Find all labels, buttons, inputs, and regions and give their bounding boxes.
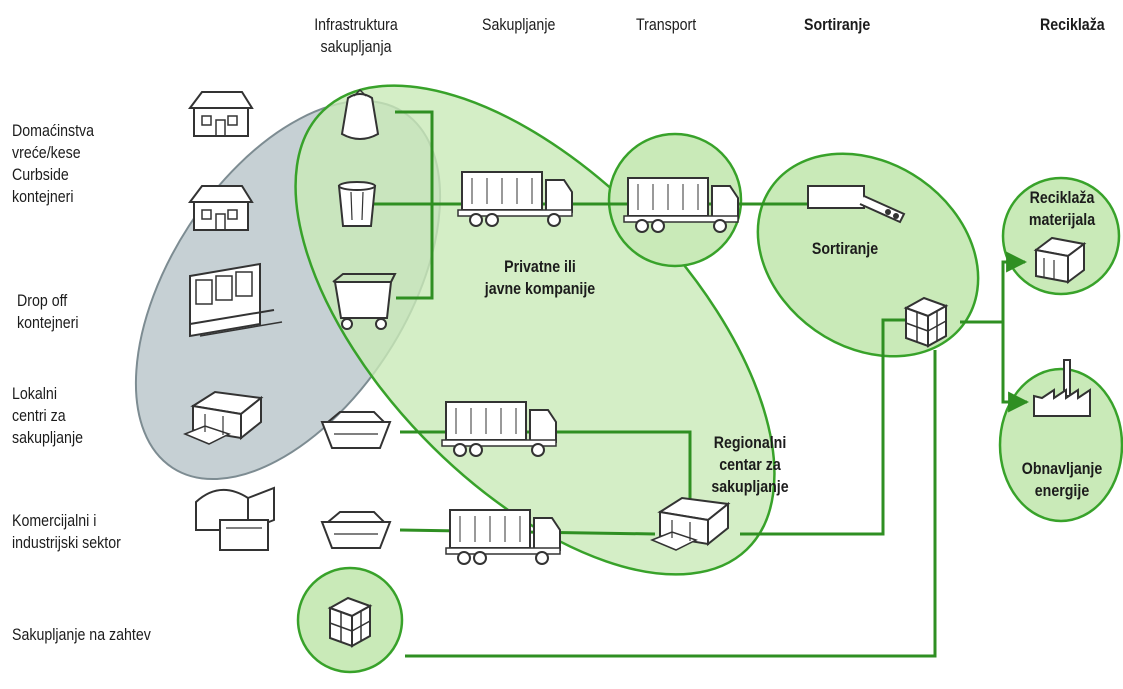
column-header-collection: Sakupljanje xyxy=(482,16,556,34)
commercial-building-icon xyxy=(195,486,275,551)
roll-off-truck-icon xyxy=(445,509,561,565)
skip-container-icon xyxy=(321,511,391,549)
column-header-sorting: Sortiranje xyxy=(804,16,871,34)
region-sorting-label: Sortiranje xyxy=(811,240,879,258)
curbside-bin-icon xyxy=(338,181,376,227)
drop-off-container-icon xyxy=(189,262,283,338)
flow-sorting-to-recycling xyxy=(960,251,1028,324)
source-local-centers: Lokalni centri za sakupljanje xyxy=(12,385,84,447)
power-plant-icon xyxy=(1033,359,1091,417)
column-header-infrastructure: Infrastruktura sakupljanja xyxy=(314,16,398,56)
bag-icon xyxy=(340,88,380,140)
source-commercial: Komercijalni i industrijski sektor xyxy=(12,512,121,552)
flow-regional-to-sorting xyxy=(740,318,920,536)
bale-icon xyxy=(329,597,371,647)
wheeled-container-icon xyxy=(332,273,397,330)
recycling-plant-icon xyxy=(1033,236,1087,284)
column-header-recycling: Reciklaža xyxy=(1040,16,1105,34)
material-recycling-region xyxy=(1001,176,1121,296)
flow-ondemand-to-sorting xyxy=(405,350,937,658)
house-icon xyxy=(189,185,253,231)
flow-sorting-to-energy xyxy=(1001,322,1030,413)
region-regional-center-label: Regionalni centar za sakupljanje xyxy=(711,434,789,496)
source-drop-off: Drop off kontejneri xyxy=(17,292,79,332)
region-companies-label: Privatne ili javne kompanije xyxy=(484,258,596,298)
source-households: Domaćinstva vreće/kese Curbside kontejne… xyxy=(12,122,95,206)
bale-icon xyxy=(905,297,947,347)
source-on-demand: Sakupljanje na zahtev xyxy=(12,626,151,644)
column-header-transport: Transport xyxy=(636,16,697,34)
energy-recovery-region xyxy=(998,367,1123,523)
region-energy-recovery-label: Obnavljanje energije xyxy=(1021,460,1103,500)
skip-container-icon xyxy=(321,411,391,449)
conveyor-icon xyxy=(807,185,906,224)
region-material-recycling-label: Reciklaža materijala xyxy=(1028,189,1096,229)
house-icon xyxy=(189,91,253,137)
